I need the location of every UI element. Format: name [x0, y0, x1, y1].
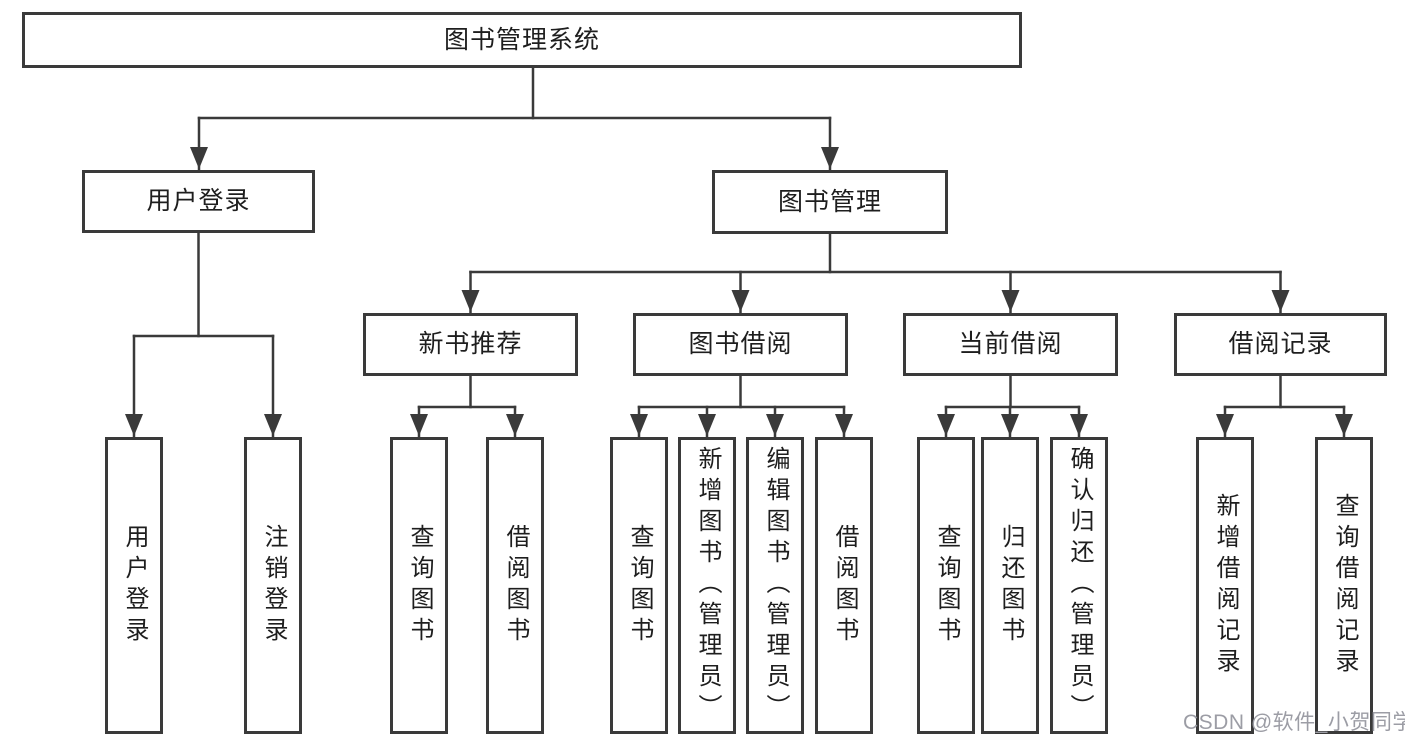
leaf-return-books: 归还图书: [981, 437, 1039, 734]
csdn-watermark: CSDN @软件_小贺同学: [1183, 711, 1405, 734]
node-book-mgmt: 图书管理: [712, 170, 948, 234]
leaf-current-query-books: 查询图书: [917, 437, 975, 734]
leaf-borrow-query-books-label: 查询图书: [626, 523, 653, 648]
node-book-mgmt-label: 图书管理: [777, 187, 882, 216]
leaf-current-query-books-label: 查询图书: [933, 523, 960, 648]
leaf-recommend-query-books-label: 查询图书: [406, 523, 433, 648]
leaf-add-books-admin-label: 新增图书（管理员）: [694, 446, 721, 725]
leaf-query-borrow-record: 查询借阅记录: [1315, 437, 1373, 734]
leaf-user-login-label: 用户登录: [121, 523, 148, 648]
leaf-borrow-query-books: 查询图书: [610, 437, 668, 734]
node-new-book-recommend-label: 新书推荐: [418, 330, 523, 358]
leaf-borrow-books: 借阅图书: [815, 437, 873, 734]
leaf-add-borrow-record-label: 新增借阅记录: [1212, 492, 1239, 679]
leaf-recommend-query-books: 查询图书: [390, 437, 448, 734]
leaf-borrow-books-label: 借阅图书: [831, 523, 858, 648]
node-book-borrow-label: 图书借阅: [688, 330, 793, 358]
leaf-query-borrow-record-label: 查询借阅记录: [1331, 492, 1358, 679]
node-borrow-records: 借阅记录: [1174, 313, 1387, 376]
leaf-user-login: 用户登录: [105, 437, 163, 734]
node-book-borrow: 图书借阅: [633, 313, 848, 376]
leaf-confirm-return-admin: 确认归还（管理员）: [1050, 437, 1108, 734]
leaf-recommend-borrow-books: 借阅图书: [486, 437, 544, 734]
leaf-return-books-label: 归还图书: [997, 523, 1024, 648]
node-current-borrow: 当前借阅: [903, 313, 1118, 376]
node-new-book-recommend: 新书推荐: [363, 313, 578, 376]
leaf-edit-books-admin: 编辑图书（管理员）: [746, 437, 804, 734]
leaf-add-books-admin: 新增图书（管理员）: [678, 437, 736, 734]
leaf-recommend-borrow-books-label: 借阅图书: [502, 523, 529, 648]
leaf-edit-books-admin-label: 编辑图书（管理员）: [762, 446, 789, 725]
leaf-logout: 注销登录: [244, 437, 302, 734]
node-root-label: 图书管理系统: [443, 25, 600, 54]
leaf-confirm-return-admin-label: 确认归还（管理员）: [1066, 446, 1093, 725]
leaf-add-borrow-record: 新增借阅记录: [1196, 437, 1254, 734]
node-user-login: 用户登录: [82, 170, 315, 233]
leaf-logout-label: 注销登录: [260, 523, 287, 648]
node-borrow-records-label: 借阅记录: [1228, 330, 1333, 358]
node-current-borrow-label: 当前借阅: [958, 330, 1063, 358]
node-user-login-label: 用户登录: [146, 187, 251, 215]
node-root: 图书管理系统: [22, 12, 1022, 68]
